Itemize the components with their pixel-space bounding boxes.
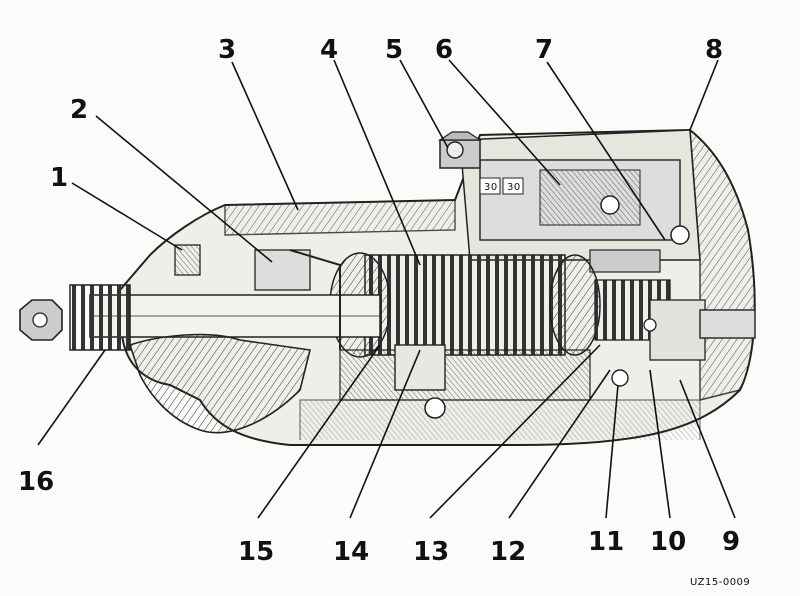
terminal-stud <box>438 131 482 169</box>
callout-4: 4 <box>320 35 338 65</box>
callout-8: 8 <box>705 35 723 65</box>
callout-5: 5 <box>385 35 403 65</box>
callout-6: 6 <box>435 35 453 65</box>
callout-13: 13 <box>413 537 449 567</box>
callout-2: 2 <box>70 95 88 125</box>
commutator <box>594 279 706 387</box>
callout-16: 16 <box>18 467 54 497</box>
callout-labels: 1 2 3 4 5 6 7 8 9 10 11 12 13 14 15 16 <box>18 35 740 567</box>
callout-15: 15 <box>238 537 274 567</box>
callout-9: 9 <box>722 527 740 557</box>
callout-3: 3 <box>218 35 236 65</box>
callout-11: 11 <box>588 527 624 557</box>
reference-code: UZ15-0009 <box>690 577 750 588</box>
solenoid: 30 30 <box>479 159 690 273</box>
callout-10: 10 <box>650 527 686 557</box>
callout-14: 14 <box>333 537 369 567</box>
terminal-mark-right: 30 <box>507 182 521 193</box>
callout-7: 7 <box>535 35 553 65</box>
engagement-lever <box>174 244 341 350</box>
shaft <box>89 294 756 339</box>
callout-1: 1 <box>50 163 68 193</box>
callout-12: 12 <box>490 537 526 567</box>
terminal-mark-left: 30 <box>484 182 498 193</box>
leader-lines <box>37 59 736 519</box>
pinion-drive <box>19 284 311 434</box>
